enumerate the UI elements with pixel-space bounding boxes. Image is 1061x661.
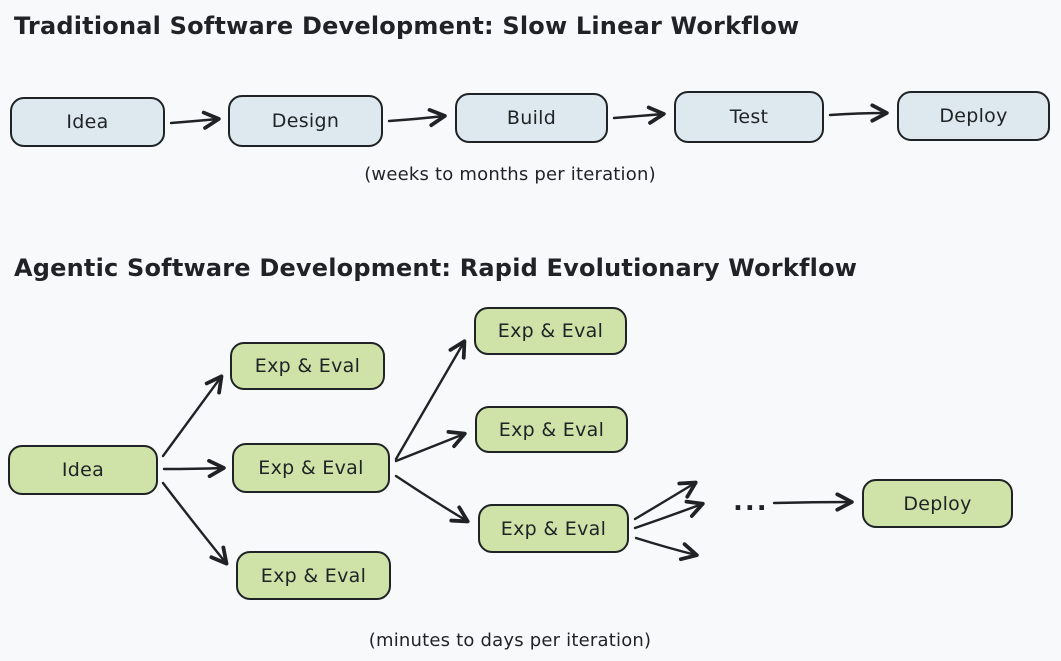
trad-step-test: Test [674, 91, 824, 143]
arrow-connector [161, 374, 224, 458]
arrow-connector [394, 474, 470, 524]
agentic-exp-eval-node-6: Exp & Eval [478, 504, 629, 553]
agentic-idea-node: Idea [8, 445, 158, 495]
trad-step-idea: Idea [10, 97, 165, 147]
trad-step-deploy: Deploy [897, 91, 1050, 141]
traditional-title: Traditional Software Development: Slow L… [14, 12, 800, 40]
arrow-connector [634, 536, 699, 562]
agentic-exp-eval-node-3: Exp & Eval [236, 551, 391, 600]
agentic-deploy-node: Deploy [862, 479, 1013, 528]
arrow-connector [828, 103, 889, 123]
agentic-exp-eval-node-5: Exp & Eval [475, 406, 628, 453]
agentic-caption: (minutes to days per iteration) [368, 630, 652, 651]
arrow-connector [612, 105, 666, 125]
arrow-connector [633, 499, 705, 530]
agentic-title: Agentic Software Development: Rapid Evol… [14, 254, 858, 282]
agentic-exp-eval-node-4: Exp & Eval [474, 307, 627, 355]
agentic-exp-eval-node-2: Exp & Eval [232, 443, 390, 493]
arrow-connector [633, 480, 698, 521]
arrow-connector [162, 458, 226, 479]
arrow-connector [772, 492, 854, 512]
trad-step-design: Design [228, 95, 383, 147]
traditional-caption: (weeks to months per iteration) [364, 164, 656, 185]
arrow-connector [169, 110, 221, 130]
arrow-connector [394, 339, 467, 461]
arrow-connector [394, 429, 467, 463]
arrow-connector [387, 108, 447, 128]
agentic-exp-eval-node-1: Exp & Eval [230, 342, 385, 390]
continuation-ellipsis: ... [733, 487, 769, 517]
arrow-connector [161, 481, 229, 566]
trad-step-build: Build [455, 93, 608, 143]
